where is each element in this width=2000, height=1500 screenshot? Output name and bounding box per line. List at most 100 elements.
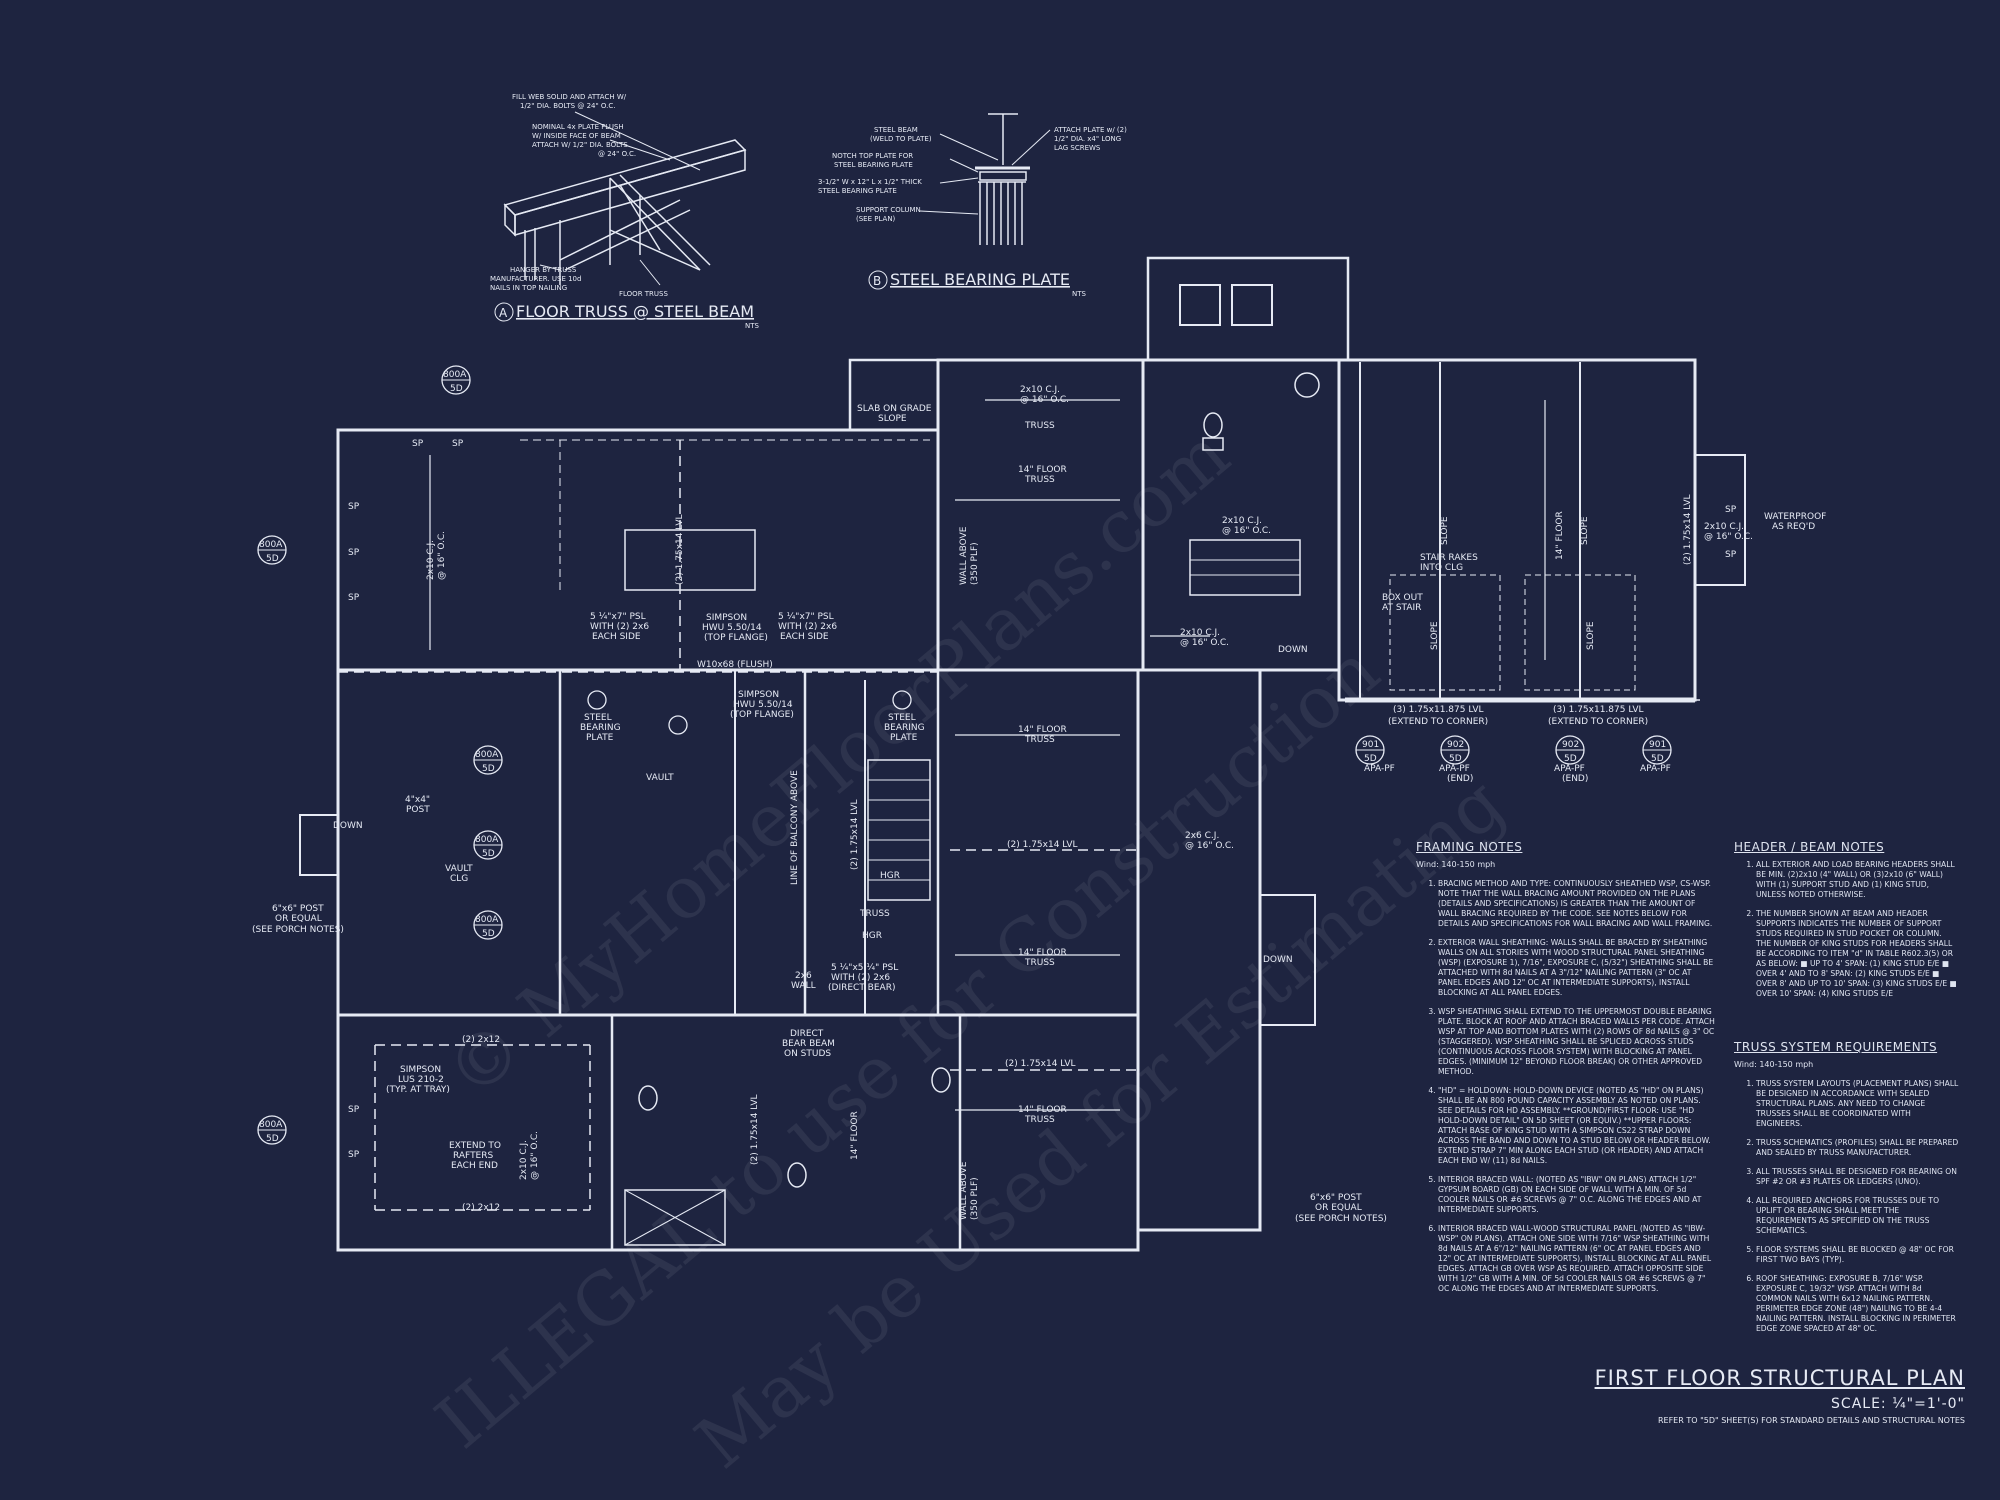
label-lvl-4: (3) 1.75x11.875 LVL	[1553, 705, 1644, 715]
marker-5-top: 800A	[475, 915, 499, 925]
bump-out-right	[1694, 454, 1746, 586]
label-slope: SLOPE	[878, 414, 907, 424]
truss-note-1: TRUSS SYSTEM LAYOUTS (PLACEMENT PLANS) S…	[1756, 1079, 1959, 1129]
label-simpson-2a: SIMPSON	[738, 690, 779, 700]
marker-3-bot: 5D	[482, 764, 495, 774]
label-apa-1: APA-PF	[1364, 764, 1395, 774]
header-notes-title: HEADER / BEAM NOTES	[1734, 840, 1885, 854]
callout-b5: 3-1/2" W x 12" L x 1/2" THICK	[818, 178, 922, 186]
detail-b	[919, 113, 1051, 245]
framing-note-2: EXTERIOR WALL SHEATHING: WALLS SHALL BE …	[1438, 938, 1716, 998]
callout-b7: SUPPORT COLUMN	[856, 206, 921, 214]
label-extend-1: (EXTEND TO CORNER)	[1388, 717, 1488, 727]
label-waterproof: WATERPROOF	[1764, 512, 1826, 522]
label-floor-4: 14" FLOOR	[1018, 1105, 1067, 1115]
label-lvl-3: (3) 1.75x11.875 LVL	[1393, 705, 1484, 715]
label-lvl-1: (2) 1.75x14 LVL	[1007, 840, 1077, 850]
framing-note-4: "HD" = HOLDOWN: HOLD-DOWN DEVICE (NOTED …	[1438, 1086, 1716, 1166]
label-apa-2: APA-PF	[1439, 764, 1470, 774]
label-direct-1: DIRECT	[790, 1029, 824, 1039]
label-floor-2: 14" FLOOR	[1018, 725, 1067, 735]
header-note-1: ALL EXTERIOR AND LOAD BEARING HEADERS SH…	[1756, 860, 1959, 900]
label-at-stair: AT STAIR	[1382, 603, 1421, 613]
label-down-left: DOWN	[333, 821, 363, 831]
label-post6-1b: OR EQUAL	[275, 914, 322, 924]
truss-notes: TRUSS SYSTEM REQUIREMENTS Wind: 140-150 …	[1734, 1040, 1959, 1343]
label-oc-5: @ 16" O.C.	[1704, 532, 1753, 542]
label-truss-2: TRUSS	[1024, 475, 1055, 485]
label-psl-2b: WITH (2) 2x6	[778, 622, 837, 632]
label-sp-4: SP	[348, 548, 360, 558]
wall-center-rooms	[936, 358, 1145, 672]
marker-7-bot: 5D	[1364, 754, 1377, 764]
framing-note-3: WSP SHEATHING SHALL EXTEND TO THE UPPERM…	[1438, 1007, 1716, 1077]
label-slab: SLAB ON GRADE	[857, 404, 932, 414]
truss-note-3: ALL TRUSSES SHALL BE DESIGNED FOR BEARIN…	[1756, 1167, 1959, 1187]
marker-9-bot: 5D	[1564, 754, 1577, 764]
detail-a-callouts: FILL WEB SOLID AND ATTACH W/ 1/2" DIA. B…	[490, 93, 668, 298]
marker-4-top: 800A	[475, 835, 499, 845]
label-steel-2: STEEL	[888, 713, 916, 723]
detail-b-title: STEEL BEARING PLATE	[890, 270, 1070, 289]
callout-b10: 1/2" DIA. x4" LONG	[1054, 135, 1121, 143]
window-2	[1231, 284, 1273, 326]
label-truss-4: TRUSS	[1024, 958, 1055, 968]
label-oc-v2: @ 16" O.C.	[530, 1131, 540, 1180]
callout-a8: MANUFACTURER. USE 10d	[490, 275, 581, 283]
label-post6-2b: OR EQUAL	[1315, 1203, 1362, 1213]
callout-b8: (SEE PLAN)	[856, 215, 896, 223]
label-wall-above-1: WALL ABOVE	[959, 526, 969, 585]
label-floor-v1: 14" FLOOR	[1555, 511, 1565, 560]
marker-2-top: 800A	[259, 540, 283, 550]
label-cj-1: 2x10 C.J.	[1020, 385, 1060, 395]
label-2x12-1: (2) 2x12	[462, 1035, 500, 1045]
label-wall-above-2: WALL ABOVE	[959, 1161, 969, 1220]
marker-8-bot: 5D	[1449, 754, 1462, 764]
detail-b-tag: B	[873, 274, 881, 288]
label-direct-2: BEAR BEAM	[782, 1039, 835, 1049]
label-psl2-b: WITH (2) 2x6	[831, 973, 890, 983]
callout-a7: HANGER BY TRUSS	[510, 266, 577, 274]
label-oc-1: @ 16" O.C.	[1020, 395, 1069, 405]
label-oc-2: @ 16" O.C.	[1222, 526, 1271, 536]
title-block: FIRST FLOOR STRUCTURAL PLAN SCALE: ¼"=1'…	[1595, 1366, 1965, 1425]
label-slope-v4: SLOPE	[1586, 621, 1596, 650]
label-tray-3: (TYP. AT TRAY)	[386, 1085, 450, 1095]
marker-6-top: 800A	[259, 1120, 283, 1130]
truss-note-4: ALL REQUIRED ANCHORS FOR TRUSSES DUE TO …	[1756, 1196, 1959, 1236]
label-psl-1a: 5 ¼"x7" PSL	[590, 612, 646, 622]
detail-a	[503, 111, 747, 286]
step-left	[299, 814, 339, 876]
label-post6-1c: (SEE PORCH NOTES)	[252, 925, 344, 935]
header-beam-notes: HEADER / BEAM NOTES ALL EXTERIOR AND LOA…	[1734, 840, 1959, 1008]
label-tray-2: LUS 210-2	[398, 1075, 444, 1085]
label-sp-2: SP	[452, 439, 464, 449]
marker-5-bot: 5D	[482, 929, 495, 939]
label-wall: WALL	[791, 981, 816, 991]
label-sp-7: SP	[348, 1150, 360, 1160]
label-slope-v3: SLOPE	[1430, 621, 1440, 650]
label-oc-3: @ 16" O.C.	[1180, 638, 1229, 648]
marker-1-bot: 5D	[450, 384, 463, 394]
label-stair-rakes: STAIR RAKES	[1420, 553, 1478, 563]
label-simpson-1b: HWU 5.50/14	[702, 623, 762, 633]
label-floor-1: 14" FLOOR	[1018, 465, 1067, 475]
sheet-reference: REFER TO "5D" SHEET(S) FOR STANDARD DETA…	[1657, 1416, 1965, 1425]
label-lvl-v2: (2) 1.75x14 LVL	[1683, 495, 1693, 565]
label-truss-1: TRUSS	[1024, 421, 1055, 431]
label-psl-2a: 5 ¼"x7" PSL	[778, 612, 834, 622]
label-post-b: POST	[406, 805, 430, 815]
truss-notes-title: TRUSS SYSTEM REQUIREMENTS	[1734, 1040, 1938, 1054]
detail-b-tag-circle	[868, 270, 888, 290]
floor-plan-members	[338, 440, 1700, 1211]
framing-note-1: BRACING METHOD AND TYPE: CONTINUOUSLY SH…	[1438, 879, 1716, 929]
label-sp-9: SP	[1725, 550, 1737, 560]
label-bearing-2: BEARING	[884, 723, 925, 733]
label-cj-4: 2x6 C.J.	[1185, 831, 1219, 841]
label-oc-4: @ 16" O.C.	[1185, 841, 1234, 851]
label-psl-2c: EACH SIDE	[780, 632, 829, 642]
label-sp-6: SP	[348, 1105, 360, 1115]
label-post6-2a: 6"x6" POST	[1310, 1193, 1362, 1203]
marker-1-top: 800A	[443, 370, 467, 380]
marker-2-bot: 5D	[266, 554, 279, 564]
